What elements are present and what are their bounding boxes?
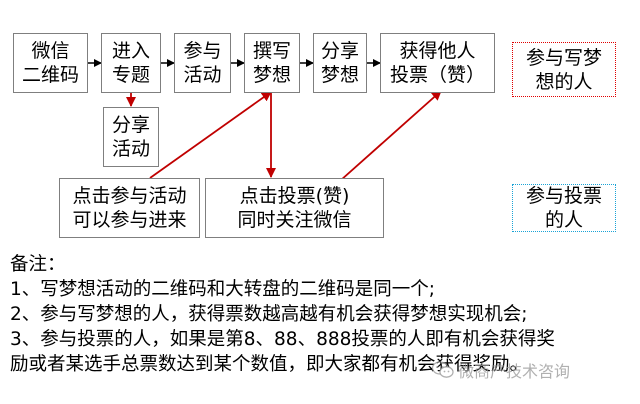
join-activity-box: 参与 活动: [174, 33, 231, 93]
arrow-click-join-to-write: [149, 91, 272, 179]
notes-line-4: 励或者某选手总票数达到某个数值，即大家都有机会获得奖励。: [10, 354, 529, 375]
legend-voter: 参与投票 的人: [512, 184, 616, 232]
click-join-box: 点击参与活动 可以参与进来: [59, 178, 200, 238]
legend-dream-writer: 参与写梦 想的人: [512, 42, 616, 97]
share-activity-box: 分享 活动: [103, 107, 159, 167]
write-dream-box: 撰写 梦想: [244, 33, 300, 93]
wechat-qr-box: 微信 二维码: [13, 33, 88, 93]
notes-line-2: 2、参与写梦想的人，获得票数越高越有机会获得梦想实现机会;: [10, 304, 528, 325]
share-dream-box: 分享 梦想: [313, 33, 367, 93]
get-votes-box: 获得他人 投票（赞）: [380, 33, 495, 93]
notes-title: 备注：: [10, 254, 66, 275]
watermark-text: 微商产技术咨询: [458, 362, 571, 381]
arrow-click-vote-to-votes: [340, 90, 442, 181]
notes-section: 备注： 1、写梦想活动的二维码和大转盘的二维码是同一个; 2、参与写梦想的人，获…: [10, 252, 638, 377]
enter-topic-box: 进入 专题: [101, 33, 161, 93]
notes-line-1: 1、写梦想活动的二维码和大转盘的二维码是同一个;: [10, 279, 436, 300]
watermark: 微商产技术咨询: [432, 358, 570, 382]
wechat-logo-icon: [432, 361, 454, 378]
notes-line-3: 3、参与投票的人，如果是第8、88、888投票的人即有机会获得奖: [10, 329, 555, 350]
click-vote-box: 点击投票(赞) 同时关注微信: [205, 178, 384, 238]
